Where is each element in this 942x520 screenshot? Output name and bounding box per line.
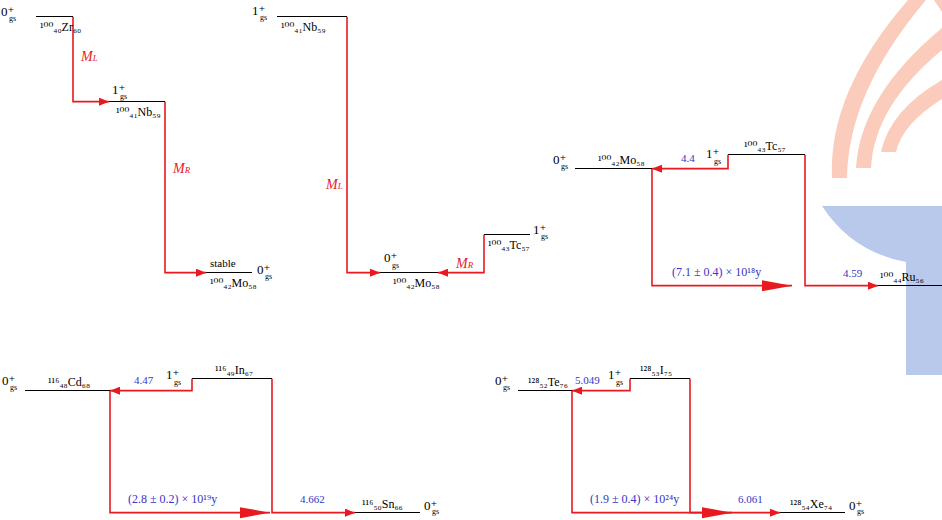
decay-arrow <box>805 155 878 286</box>
state-tag: gs <box>503 384 510 392</box>
decay-arrow <box>438 235 484 273</box>
energy-level: ¹⁰⁰₄₄Ru₅₆ <box>878 285 942 286</box>
decay-arrow <box>165 102 206 273</box>
q-value-label: 4.662 <box>300 494 325 505</box>
matrix-element-label: MR <box>173 162 190 176</box>
energy-level: 1⁺gs¹⁰⁰₄₃Tc₅₇ <box>728 154 805 155</box>
energy-level: 0⁺gs¹⁰⁰₄₂Mo₅₈ <box>575 168 652 169</box>
energy-level: stable0⁺gs¹⁰⁰₄₂Mo₅₈ <box>206 272 252 273</box>
flame-stripe <box>856 28 942 168</box>
state-tag: gs <box>616 379 623 387</box>
state-tag: gs <box>432 508 439 516</box>
nuclide-symbol: ¹²⁸₅₃I₇₅ <box>640 364 672 376</box>
double-beta-arrow <box>652 169 792 286</box>
state-tag: gs <box>561 163 568 171</box>
q-value-label: 4.47 <box>134 375 153 386</box>
energy-level: 1⁺gs¹⁰⁰₄₁Nb₅₉ <box>109 101 165 102</box>
energy-level: 0⁺gs¹⁰⁰₄₂Mo₅₈ <box>380 272 438 273</box>
state-tag: gs <box>260 14 267 22</box>
energy-level: ¹¹⁶₅₀Sn₆₆0⁺gs <box>355 512 420 513</box>
state-tag: gs <box>10 384 17 392</box>
energy-level: 1⁺gs¹¹⁶₄₉In₆₇ <box>192 378 272 379</box>
matrix-element-label: MR <box>456 257 473 271</box>
energy-level: 0⁺gs¹¹⁶₄₈Cd₆₈ <box>25 390 110 391</box>
energy-level: 0⁺gs¹⁰⁰₄₀Zr₆₀ <box>36 16 73 17</box>
nuclide-symbol: ¹⁰⁰₄₁Nb₅₉ <box>281 21 326 33</box>
nuclide-symbol: ¹²⁸₅₄Xe₇₄ <box>790 498 832 510</box>
energy-level: 1⁺gs¹⁰⁰₄₁Nb₅₉ <box>277 16 347 17</box>
nuclide-symbol: ¹⁰⁰₄₂Mo₅₈ <box>210 277 257 289</box>
nuclide-symbol: ¹⁰⁰₄₂Mo₅₈ <box>598 154 645 166</box>
double-beta-arrow <box>110 391 270 513</box>
torch-bowl <box>822 206 942 375</box>
energy-level: 1⁺gs¹²⁸₅₃I₇₅ <box>630 378 690 379</box>
nuclide-symbol: ¹²⁸₅₂Te₇₆ <box>528 376 568 388</box>
flame-stripe <box>934 0 942 12</box>
energy-level: 0⁺gs¹²⁸₅₂Te₇₆ <box>518 390 572 391</box>
matrix-element-label: ML <box>81 50 98 64</box>
nuclide-symbol: ¹⁰⁰₄₂Mo₅₈ <box>393 277 440 289</box>
nuclide-symbol: ¹⁰⁰₄₃Tc₅₇ <box>488 239 530 251</box>
state-tag: gs <box>174 379 181 387</box>
flame-stripe <box>832 0 926 178</box>
half-life-label: (2.8 ± 0.2) × 10¹⁹y <box>128 493 217 505</box>
q-value-label: 4.59 <box>843 268 862 279</box>
energy-level: ¹²⁸₅₄Xe₇₄0⁺gs <box>780 512 845 513</box>
decay-arrow <box>690 379 780 513</box>
decay-arrow <box>347 17 380 273</box>
q-value-label: 5.049 <box>575 375 600 386</box>
flame-stripe <box>881 80 942 152</box>
nuclide-symbol: ¹⁰⁰₄₁Nb₅₉ <box>116 106 161 118</box>
state-tag: gs <box>265 273 272 281</box>
double-beta-arrow <box>572 391 732 513</box>
state-tag: gs <box>120 93 127 101</box>
state-tag: gs <box>9 15 16 23</box>
nuclide-symbol: ¹⁰⁰₄₀Zr₆₀ <box>40 21 81 33</box>
nuclide-symbol: ¹⁰⁰₄₄Ru₅₆ <box>880 271 924 283</box>
nuclide-symbol: ¹¹⁶₄₉In₆₇ <box>215 364 253 376</box>
q-value-label: 4.4 <box>681 153 695 164</box>
state-tag: gs <box>392 262 399 270</box>
stability-note: stable <box>210 258 236 269</box>
half-life-label: (7.1 ± 0.4) × 10¹⁸y <box>672 266 761 278</box>
nuclide-symbol: ¹¹⁶₅₀Sn₆₆ <box>362 498 403 510</box>
nuclide-symbol: ¹⁰⁰₄₃Tc₅₇ <box>744 140 786 152</box>
state-tag: gs <box>541 233 548 241</box>
state-tag: gs <box>857 508 864 516</box>
q-value-label: 6.061 <box>738 494 763 505</box>
energy-level: 1⁺gs¹⁰⁰₄₃Tc₅₇ <box>484 234 530 235</box>
nuclide-symbol: ¹¹⁶₄₈Cd₆₈ <box>48 376 90 388</box>
state-tag: gs <box>714 158 721 166</box>
matrix-element-label: ML <box>326 178 343 192</box>
half-life-label: (1.9 ± 0.4) × 10²⁴y <box>590 493 679 505</box>
decay-arrow <box>272 379 355 513</box>
